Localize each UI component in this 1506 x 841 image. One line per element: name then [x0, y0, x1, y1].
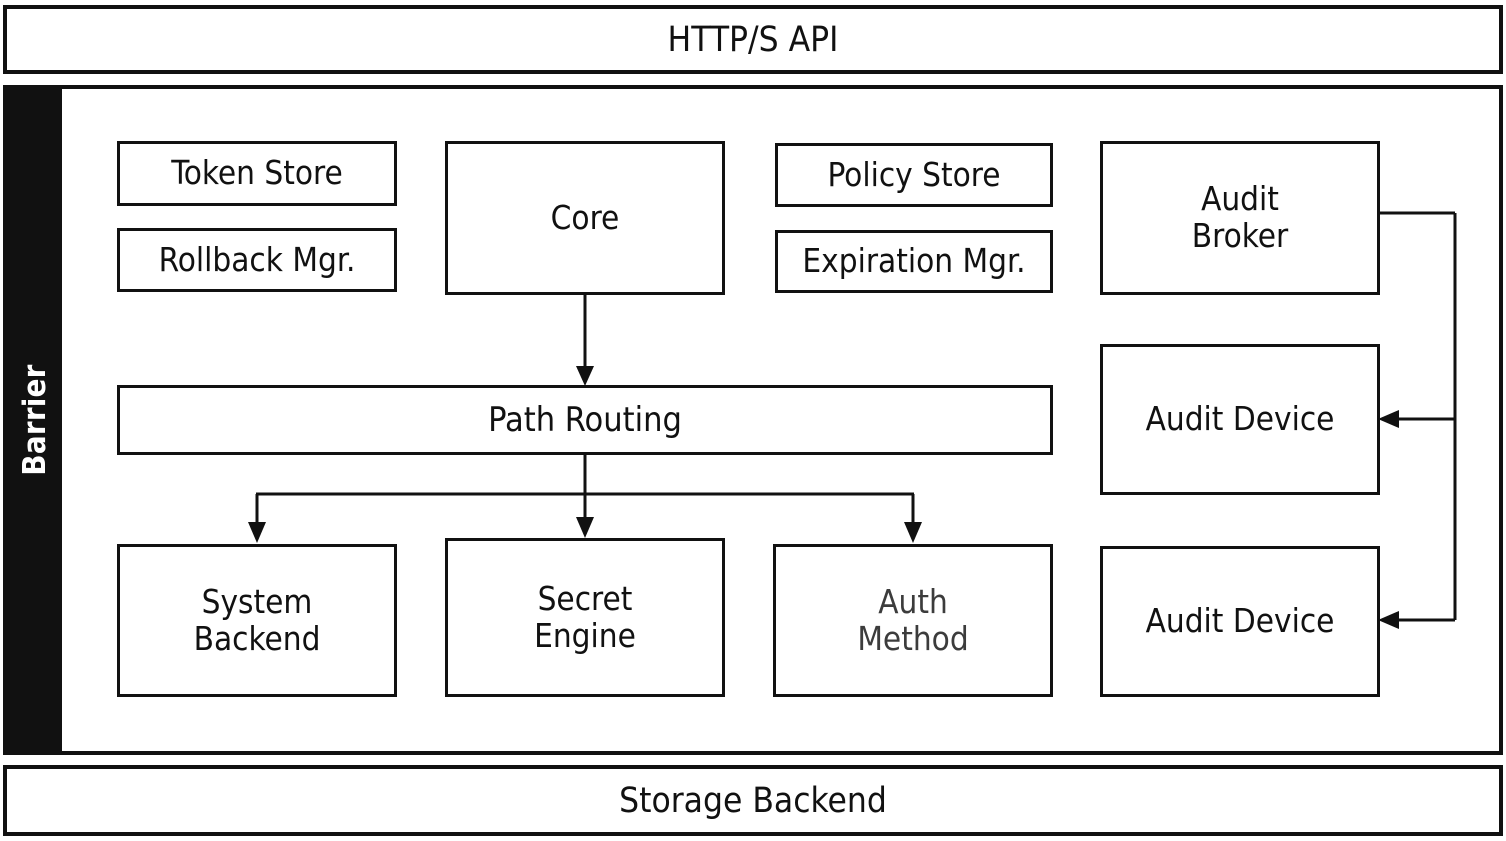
http-api-label: HTTP/S API: [667, 19, 839, 60]
node-audit-device-2-label: Audit Device: [1145, 601, 1335, 641]
node-policy-store-label: Policy Store: [827, 154, 1001, 194]
node-audit-device-1[interactable]: Audit Device: [1100, 344, 1380, 495]
node-system-backend-label: System Backend: [193, 581, 321, 658]
node-audit-device-2[interactable]: Audit Device: [1100, 546, 1380, 697]
node-path-routing-label: Path Routing: [488, 399, 682, 440]
barrier-sidebar: Barrier: [7, 89, 62, 751]
node-audit-broker[interactable]: Audit Broker: [1100, 141, 1380, 295]
storage-backend-label: Storage Backend: [619, 780, 887, 821]
node-expiration-mgr-label: Expiration Mgr.: [802, 241, 1026, 281]
node-audit-device-1-label: Audit Device: [1145, 399, 1335, 439]
node-expiration-mgr[interactable]: Expiration Mgr.: [775, 230, 1053, 293]
node-path-routing[interactable]: Path Routing: [117, 385, 1053, 455]
node-token-store[interactable]: Token Store: [117, 141, 397, 206]
node-auth-method-label: Auth Method: [857, 581, 969, 658]
http-api-band: HTTP/S API: [3, 5, 1503, 74]
node-rollback-mgr[interactable]: Rollback Mgr.: [117, 228, 397, 292]
node-token-store-label: Token Store: [171, 153, 343, 193]
node-core-label: Core: [550, 197, 620, 237]
node-system-backend[interactable]: System Backend: [117, 544, 397, 697]
node-secret-engine[interactable]: Secret Engine: [445, 538, 725, 697]
node-audit-broker-label: Audit Broker: [1191, 179, 1289, 255]
node-auth-method[interactable]: Auth Method: [773, 544, 1053, 697]
storage-backend-band: Storage Backend: [3, 765, 1503, 836]
barrier-label: Barrier: [16, 364, 53, 476]
node-core[interactable]: Core: [445, 141, 725, 295]
node-policy-store[interactable]: Policy Store: [775, 143, 1053, 207]
node-secret-engine-label: Secret Engine: [534, 578, 636, 655]
node-rollback-mgr-label: Rollback Mgr.: [158, 239, 356, 279]
